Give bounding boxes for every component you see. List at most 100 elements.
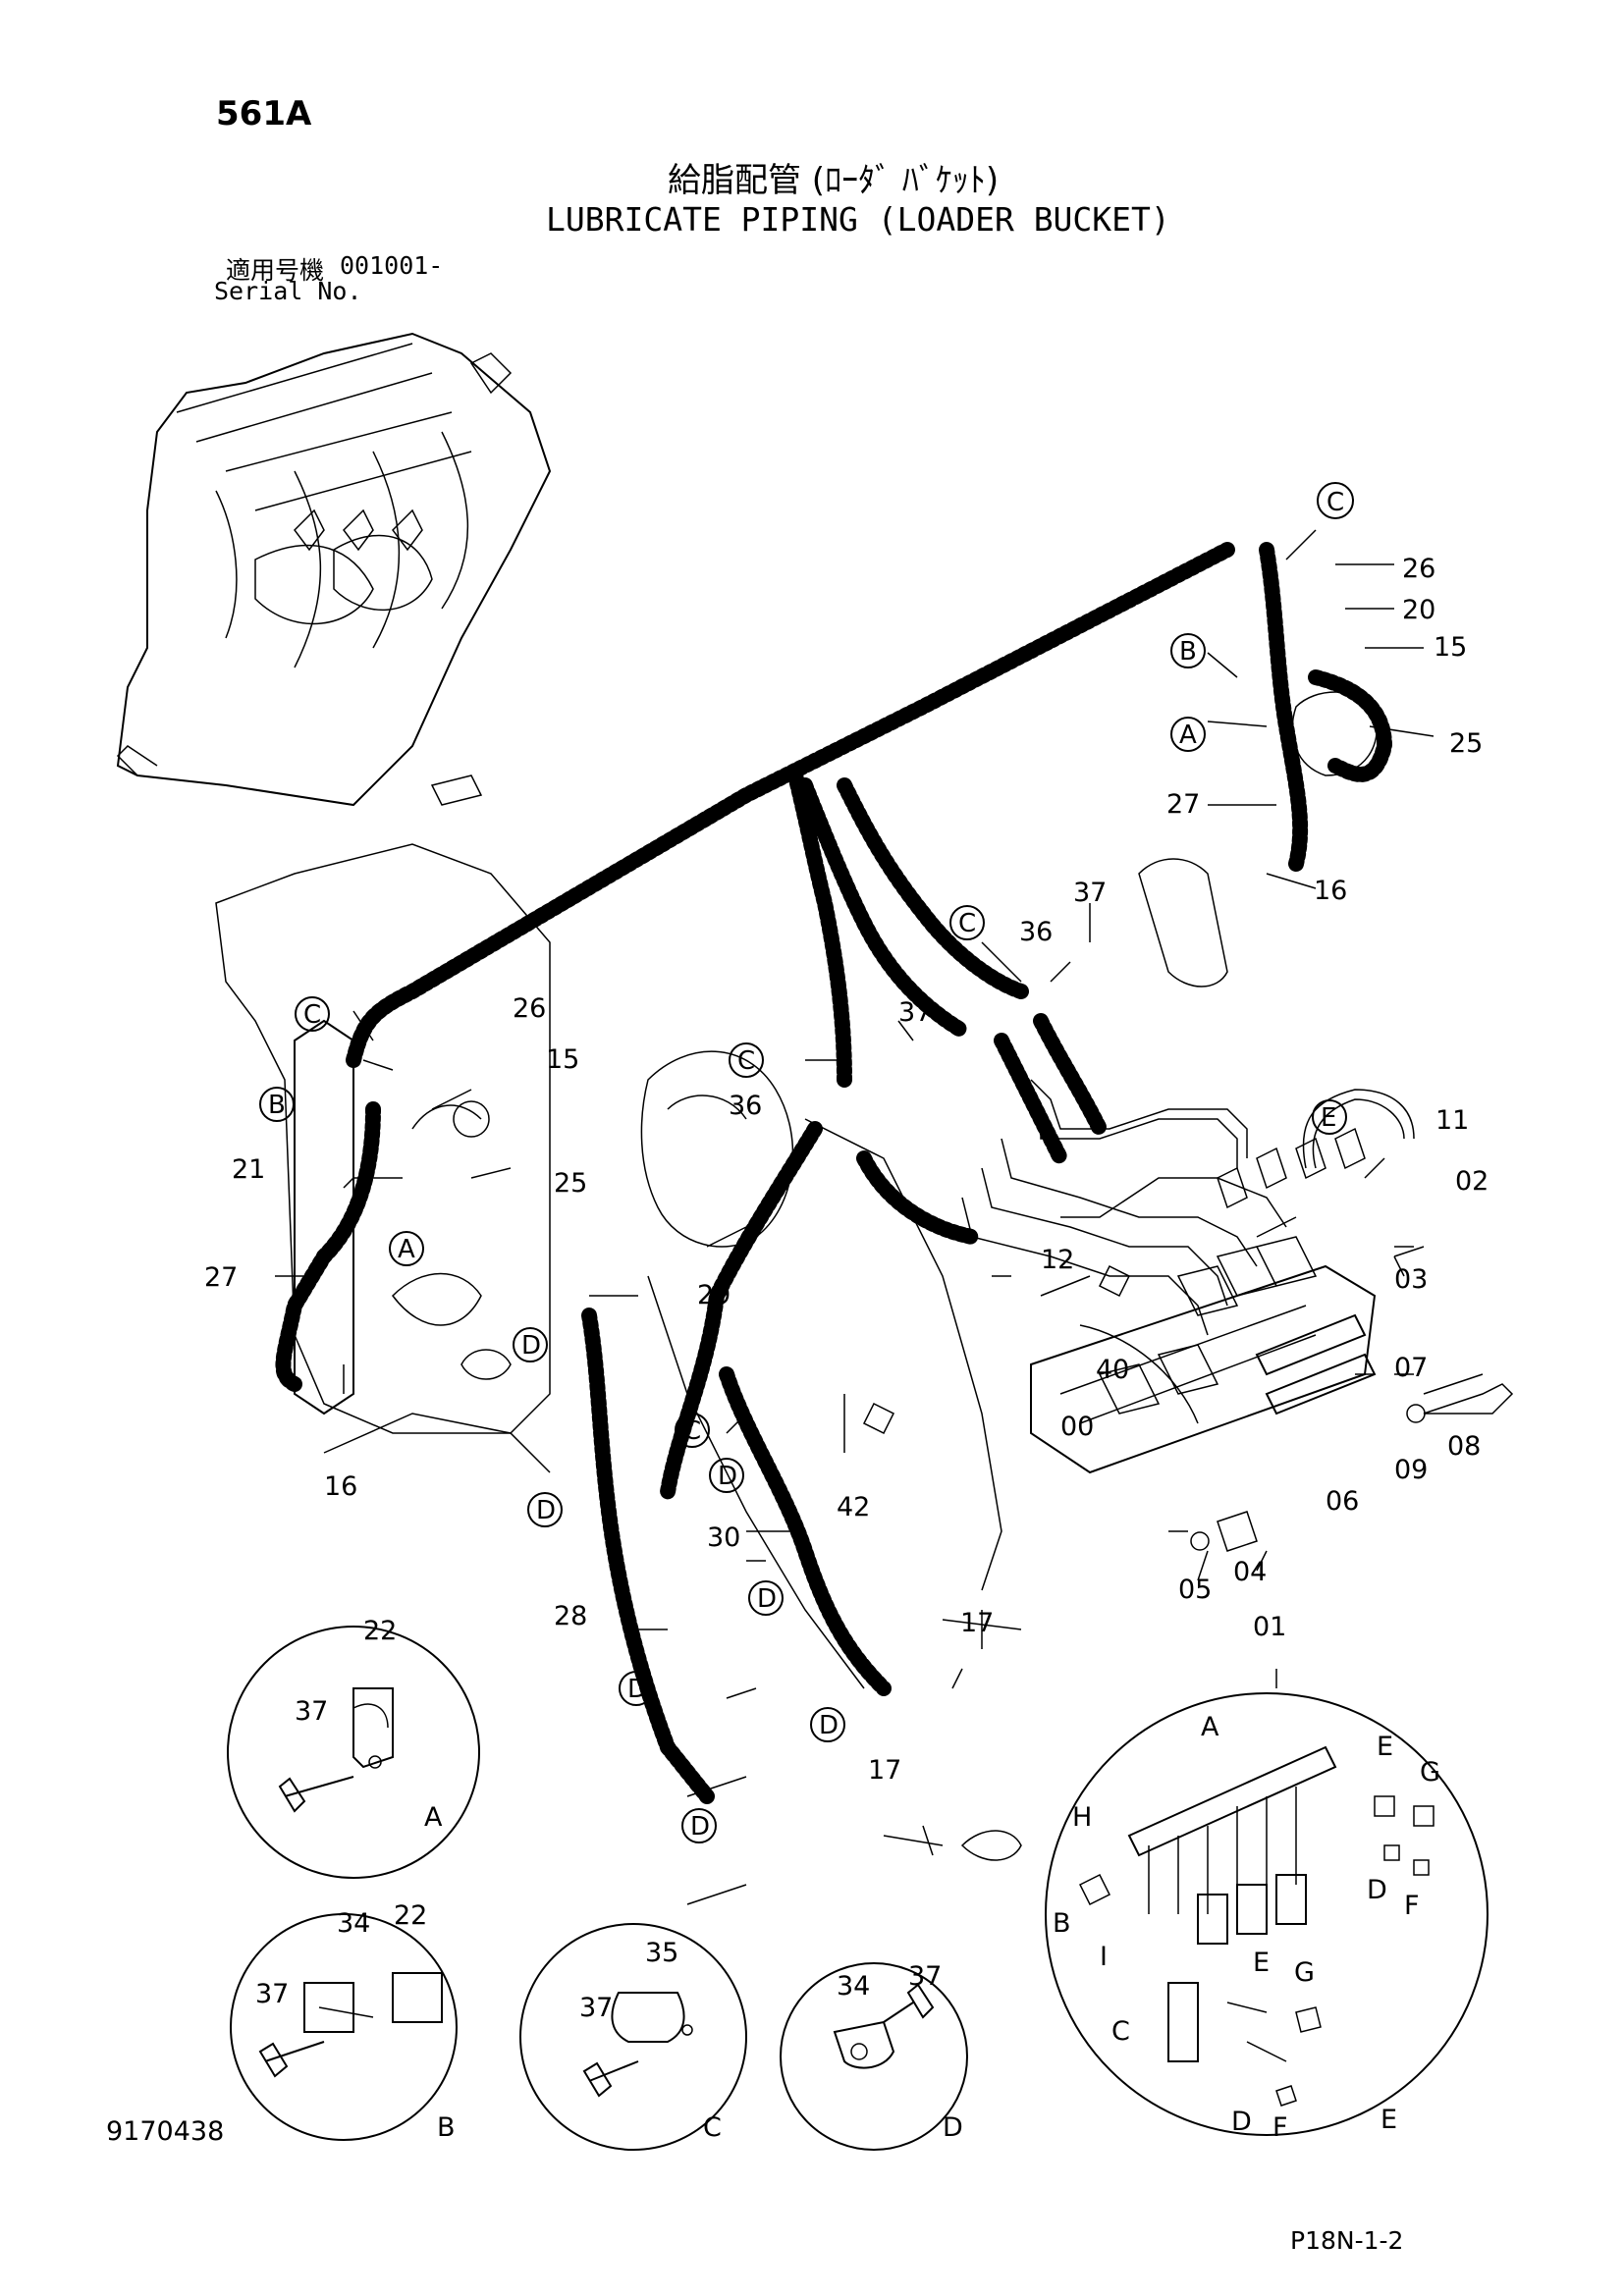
- steel-pipe-bundle: [961, 1079, 1415, 1336]
- detail-a-title: A: [424, 1802, 443, 1833]
- callout-b-top-label: B: [1179, 637, 1197, 667]
- loader-arm-outline: [215, 843, 551, 1473]
- callout-a-top-label: A: [1179, 721, 1197, 750]
- part-label-16: 16: [1314, 876, 1347, 906]
- callout-d5: [619, 1671, 654, 1706]
- part-label-26: 26: [1402, 554, 1435, 584]
- detail-a-clamp: [278, 1687, 394, 1813]
- detail-e-letter: D: [1367, 1875, 1387, 1905]
- callout-c-mid: [949, 905, 985, 940]
- part-label-36: 36: [1019, 917, 1053, 947]
- detail-e-letter: F: [1272, 2112, 1288, 2143]
- callout-d2-label: D: [718, 1462, 737, 1491]
- serial-label-japanese: 適用号機: [226, 256, 325, 285]
- part-label-37: 37: [898, 997, 932, 1028]
- part-label-29: 29: [697, 1280, 731, 1310]
- detail-e-letter: A: [1201, 1712, 1219, 1742]
- detail-e-title: E: [1380, 2105, 1397, 2135]
- callout-c-left-label: C: [303, 1000, 321, 1030]
- part-label-30: 30: [707, 1522, 740, 1553]
- detail-c-clamp: [582, 1992, 693, 2098]
- part-label-04: 04: [1233, 1557, 1267, 1587]
- detail-b-part-37: 37: [255, 1979, 289, 2009]
- callout-c-mid-label: C: [958, 909, 976, 938]
- part-label-12: 12: [1041, 1245, 1074, 1275]
- callout-c-low-label: C: [683, 1416, 701, 1446]
- part-label-15: 15: [1434, 632, 1467, 663]
- bucket-overview-drawing: [116, 332, 552, 807]
- part-label-08: 08: [1447, 1431, 1481, 1462]
- callout-d3: [527, 1492, 563, 1527]
- callout-b-left: [259, 1087, 295, 1122]
- detail-e-letter: G: [1420, 1757, 1440, 1788]
- callout-d7-label: D: [690, 1812, 710, 1842]
- callout-a-top: [1170, 717, 1206, 752]
- detail-e-letter: B: [1053, 1908, 1071, 1939]
- grease-hoses: [275, 542, 1393, 1804]
- callout-b-left-label: B: [268, 1091, 286, 1120]
- leader-lines: [275, 529, 1435, 1905]
- part-label-28: 28: [554, 1601, 587, 1631]
- part-label-25: 25: [554, 1168, 587, 1199]
- detail-d-title: D: [943, 2112, 963, 2143]
- callout-c-low: [675, 1413, 710, 1448]
- detail-e-letter: F: [1404, 1891, 1420, 1921]
- boom-outline: [640, 1050, 1199, 1689]
- detail-d-clamp: [833, 1983, 935, 2069]
- detail-e-letter: G: [1294, 1957, 1315, 1988]
- fittings-and-pins: [411, 691, 1379, 1861]
- part-label-03: 03: [1394, 1264, 1428, 1295]
- part-label-16: 16: [324, 1471, 357, 1502]
- part-label-07: 07: [1394, 1353, 1428, 1383]
- part-label-15: 15: [546, 1044, 579, 1075]
- detail-d-part-37: 37: [908, 1961, 942, 1992]
- part-label-40: 40: [1096, 1355, 1129, 1385]
- detail-e-letter: E: [1253, 1948, 1270, 1978]
- part-label-36: 36: [729, 1091, 762, 1121]
- detail-e-letter: H: [1072, 1802, 1092, 1833]
- part-label-25: 25: [1449, 728, 1483, 759]
- callout-c-top-label: C: [1326, 488, 1344, 517]
- title-japanese: 給脂配管 (ﾛｰﾀﾞ ﾊﾞｹｯﾄ): [668, 161, 1000, 200]
- detail-e-manifold: [1078, 1745, 1435, 2107]
- callout-c-top: [1317, 482, 1354, 519]
- part-label-42: 42: [837, 1492, 870, 1522]
- page-code: 561A: [216, 94, 312, 133]
- part-label-00: 00: [1060, 1412, 1094, 1442]
- detail-a-part-22: 22: [363, 1616, 397, 1646]
- part-label-20: 20: [1402, 595, 1435, 625]
- detail-circles: [227, 1626, 1489, 2151]
- part-label-11: 11: [1435, 1105, 1469, 1136]
- callout-d2: [709, 1458, 744, 1493]
- callout-e-mid: [1312, 1099, 1347, 1135]
- part-label-26: 26: [513, 993, 546, 1024]
- callout-d7: [681, 1808, 717, 1843]
- callout-d4: [748, 1580, 784, 1616]
- callout-c-mid2: [729, 1042, 764, 1078]
- detail-b-title: B: [437, 2112, 456, 2143]
- detail-c-part-37: 37: [579, 1993, 613, 2023]
- part-label-27: 27: [1166, 789, 1200, 820]
- detail-labels: 22 37 A 34 22 37 B 35 37 C 34 37 D A E G…: [255, 1616, 1440, 2143]
- part-label-17: 17: [960, 1608, 994, 1638]
- drawing-number: 9170438: [106, 2116, 225, 2147]
- detail-e-letter: D: [1231, 2107, 1252, 2137]
- detail-a-part-37: 37: [295, 1696, 328, 1727]
- callout-d6-label: D: [819, 1711, 839, 1740]
- callout-d6: [810, 1707, 845, 1742]
- detail-d-part-34: 34: [837, 1971, 870, 2002]
- callout-d5-label: D: [627, 1675, 647, 1704]
- part-label-02: 02: [1455, 1166, 1489, 1197]
- callout-e-mid-label: E: [1321, 1103, 1336, 1133]
- callout-c-mid2-label: C: [737, 1046, 755, 1076]
- serial-range: 001001-: [340, 251, 444, 280]
- part-label-01: 01: [1253, 1612, 1286, 1642]
- part-label-37: 37: [1073, 878, 1107, 908]
- page-reference: P18N-1-2: [1290, 2226, 1404, 2255]
- detail-c-title: C: [703, 2112, 722, 2143]
- part-label-09: 09: [1394, 1455, 1428, 1485]
- callout-b-top: [1170, 633, 1206, 668]
- part-number-labels: 26 20 15 25 27 16 37 36 37 36 26 15 21 2…: [204, 554, 1489, 1786]
